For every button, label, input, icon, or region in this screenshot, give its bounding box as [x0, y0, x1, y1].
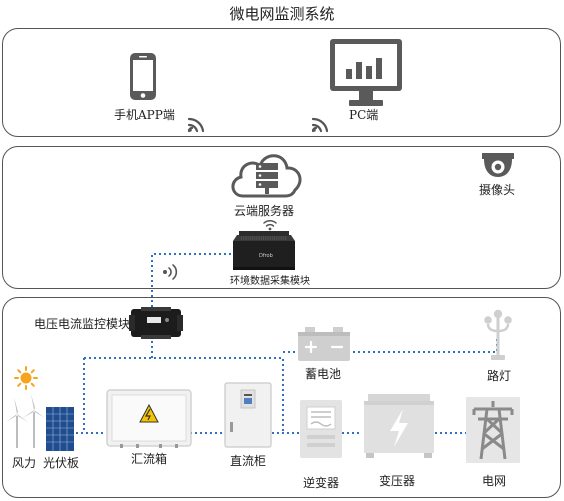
- camera-label: 摄像头: [479, 183, 516, 197]
- streetlight-label: 路灯: [487, 369, 512, 383]
- vc-monitor-label: 电压电流监控模块: [34, 317, 131, 331]
- pc-label: PC端: [349, 108, 379, 122]
- diagram-title: 微电网监测系统: [229, 5, 335, 23]
- inverter-label: 逆变器: [303, 476, 340, 490]
- battery-icon: [297, 326, 351, 366]
- wifi-icon: [310, 117, 329, 137]
- phone-label: 手机APP端: [114, 108, 175, 122]
- battery-label: 蓄电池: [305, 367, 342, 381]
- wifi-small-icon: [263, 216, 277, 235]
- env-module-brand: Dfrob: [259, 253, 273, 259]
- env-module-label: 环境数据采集模块: [230, 276, 310, 287]
- phone-icon: [128, 52, 158, 106]
- field-layer-panel: [2, 297, 561, 498]
- client-layer-panel: [2, 28, 561, 137]
- grid-label: 电网: [482, 474, 507, 488]
- wifi-icon: [186, 117, 205, 137]
- power-grid-icon: [466, 397, 520, 467]
- cloud-server-icon: [227, 146, 307, 206]
- combiner-box-icon: [106, 389, 192, 453]
- battery-link: [283, 338, 498, 353]
- dc-cabinet-icon: [224, 382, 272, 452]
- solar-panel-icon: [46, 407, 74, 455]
- cloud-layer-panel: [2, 146, 561, 289]
- combiner-label: 汇流箱: [131, 452, 168, 466]
- bus-line: [84, 357, 284, 433]
- wind-turbine-icon: [4, 394, 46, 454]
- vc-monitor-device: [129, 305, 183, 345]
- camera-icon: [480, 149, 516, 183]
- wind-label: 风力: [12, 456, 37, 470]
- inverter-icon: [299, 399, 343, 463]
- cloud-server-label: 云端服务器: [234, 204, 295, 218]
- dc-cabinet-label: 直流柜: [230, 454, 267, 468]
- wireless-signal-icon: [162, 263, 180, 285]
- transformer-icon: [362, 393, 436, 463]
- transformer-label: 变压器: [379, 474, 416, 488]
- sun-icon: [14, 366, 38, 394]
- streetlight-icon: [481, 307, 515, 365]
- pv-label: 光伏板: [43, 456, 80, 470]
- env-module-device: Dfrob: [233, 227, 295, 275]
- pc-monitor-icon: [329, 38, 403, 114]
